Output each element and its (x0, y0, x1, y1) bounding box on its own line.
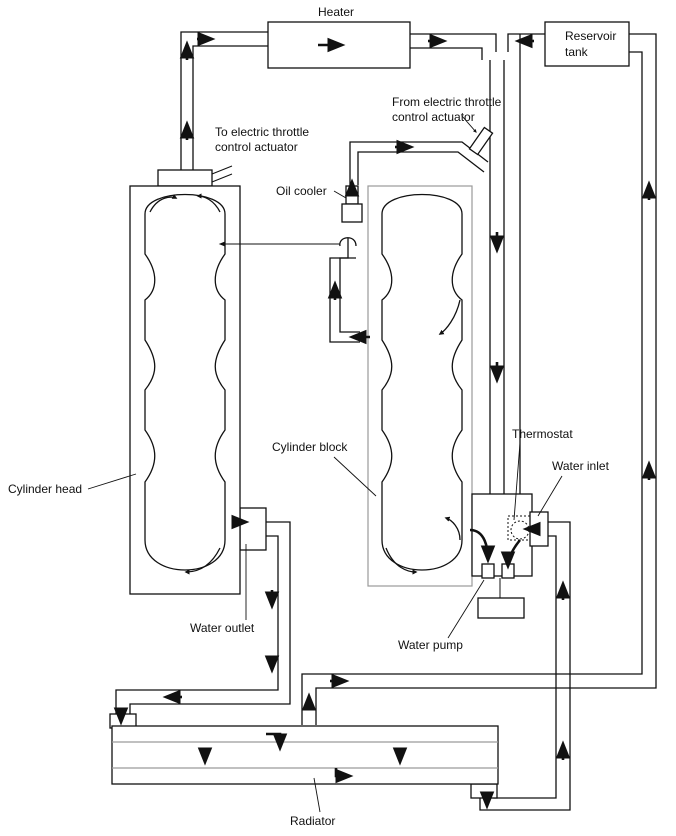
oil-cooler-label: Oil cooler (276, 184, 327, 198)
water-inlet-label: Water inlet (552, 459, 610, 473)
radiator (111, 725, 499, 785)
water-pump-label: Water pump (398, 638, 463, 652)
reservoir-label-line2: tank (565, 45, 589, 59)
water-outlet-label: Water outlet (190, 621, 255, 635)
reservoir-tank: Reservoir tank (544, 21, 630, 67)
radiator-label: Radiator (290, 814, 335, 828)
flow-arrows (113, 31, 657, 810)
from-actuator-label-line1: From electric throttle (392, 95, 502, 109)
heater: Heater (267, 5, 411, 69)
labels: From electric throttle control actuator … (8, 95, 610, 828)
to-actuator-label-line2: control actuator (215, 140, 298, 154)
reservoir-label-line1: Reservoir (565, 29, 616, 43)
cylinder-head (129, 185, 241, 595)
thermostat-label: Thermostat (512, 427, 573, 441)
to-actuator-label-line1: To electric throttle (215, 125, 309, 139)
cylinder-head-label: Cylinder head (8, 482, 82, 496)
cylinder-block-label: Cylinder block (272, 440, 348, 454)
from-actuator-label-line2: control actuator (392, 110, 475, 124)
heater-label: Heater (318, 5, 354, 19)
cylinder-block (367, 185, 533, 587)
